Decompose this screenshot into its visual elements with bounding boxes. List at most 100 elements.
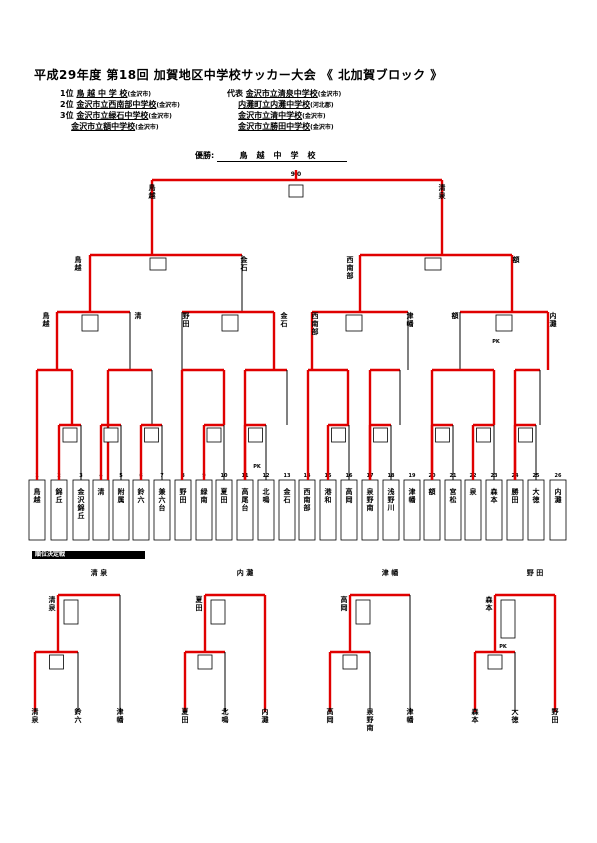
placement-label: 高: [341, 595, 348, 604]
team-name: 沢: [78, 495, 86, 504]
placement-team: 夏: [181, 707, 190, 716]
team-name: 泉: [367, 487, 375, 496]
score-box: [149, 257, 167, 271]
bracket-label: 石: [280, 320, 288, 328]
score-box: [345, 314, 363, 332]
bracket-label: 清: [135, 311, 142, 320]
placement-team: 津: [117, 707, 124, 716]
bracket-label: 越: [148, 191, 157, 200]
team-name: 緑: [201, 487, 209, 496]
team-name: 野: [180, 487, 187, 496]
placement-team: 幡: [407, 715, 415, 724]
score-box: [49, 654, 64, 670]
team-name: 松: [450, 495, 457, 504]
bracket-label: 南: [347, 263, 354, 272]
score-box: [206, 427, 222, 443]
bracket-label: 額: [512, 255, 520, 264]
score-box: [221, 314, 239, 332]
team-name: 属: [118, 495, 125, 504]
score-box: [144, 427, 159, 443]
team-name: 錦: [77, 503, 85, 512]
score-box: [487, 654, 503, 670]
score-box: [103, 427, 119, 443]
bracket-label: 野: [183, 311, 190, 320]
score-box: [197, 654, 213, 670]
team-name: 鳴: [263, 495, 270, 504]
bracket-label: 幡: [407, 319, 415, 328]
team-name: 森: [491, 487, 499, 496]
placement-title: 内 灘: [237, 568, 253, 577]
placement-label: 泉: [49, 603, 57, 612]
result-row: 3位 金沢市立緑石中学校(金沢市): [60, 111, 172, 120]
placement-title: 清 泉: [91, 568, 108, 577]
team-name: 越: [33, 495, 42, 504]
team-name: 川: [387, 504, 395, 512]
placement-team: 津: [407, 707, 414, 716]
placement-team: 野: [552, 707, 559, 716]
team-name: 清: [98, 487, 105, 496]
score-box: [62, 427, 78, 443]
winner-name: 鳥越中学校: [217, 150, 347, 162]
placement-team: 田: [182, 716, 189, 724]
final-score: 9 0: [291, 171, 301, 178]
team-name: 西: [304, 488, 311, 496]
placement-label: 岡: [341, 604, 348, 612]
team-name: 港: [325, 487, 333, 496]
team-name: 附: [118, 487, 125, 496]
team-name: 尾: [241, 495, 249, 504]
bracket-label: 南: [312, 319, 319, 328]
team-name: 幡: [409, 495, 417, 504]
placement-team: 高: [327, 707, 334, 716]
score-box: [355, 599, 371, 625]
bracket-label: 鳥: [149, 183, 156, 192]
placement-team: 田: [552, 716, 559, 724]
bracket-label: 金: [280, 311, 289, 320]
result-row: 1位 鳥 越 中 学 校(金沢市): [60, 89, 152, 98]
score-box: [210, 599, 226, 625]
bracket-label: 西: [347, 256, 354, 264]
results-right: 代表 金沢市立清泉中学校(金沢市) 内灘町立内灘中学校(河北郡) 金沢市立清中学…: [227, 89, 341, 133]
team-name: 高: [242, 487, 249, 496]
bracket-label: 灘: [550, 319, 557, 328]
placement-team: 大: [512, 707, 519, 716]
team-name: 徳: [532, 495, 540, 504]
team-name: 勝: [512, 487, 520, 496]
bracket-label: 鳥: [75, 255, 82, 264]
sub-section-header: 順位決定戦: [32, 551, 145, 559]
score-box: [81, 314, 99, 332]
bracket-label: 部: [312, 327, 319, 336]
team-name: 額: [428, 487, 436, 496]
team-name: 岡: [346, 496, 353, 504]
team-name: 灘: [555, 495, 562, 504]
team-name: 田: [512, 496, 519, 504]
results-left: 1位 鳥 越 中 学 校(金沢市) 2位 金沢市立西南部中学校(金沢市) 3位 …: [60, 89, 180, 133]
score-box: [331, 427, 346, 443]
team-name: 高: [346, 487, 353, 496]
pk-label: PK: [253, 464, 262, 470]
team-name: 六: [159, 495, 166, 504]
bracket-label: 額: [451, 311, 459, 320]
bracket-label: 金: [240, 255, 249, 264]
score-box: [500, 599, 516, 639]
score-box: [495, 314, 513, 332]
placement-label: 清: [49, 595, 56, 604]
team-name: 錦: [55, 487, 63, 496]
placement-team: 岡: [327, 716, 334, 724]
score-box: [63, 599, 79, 625]
pk-label: PK: [499, 644, 508, 650]
team-name: 南: [304, 495, 311, 504]
team-name: 津: [409, 487, 416, 496]
team-name: 北: [263, 487, 270, 496]
team-box: [278, 479, 296, 541]
result-row: 金沢市立勝田中学校(金沢市): [238, 122, 334, 131]
team-box: [403, 479, 421, 541]
result-row: 内灘町立内灘中学校(河北郡): [238, 100, 334, 109]
team-name: 部: [304, 503, 311, 512]
team-name: 浅: [388, 487, 395, 496]
bracket-label: 鳥: [43, 311, 50, 320]
bracket-label: 津: [407, 311, 414, 320]
team-name: 本: [490, 495, 498, 504]
bracket-label: 越: [74, 263, 83, 272]
team-name: 宮: [450, 487, 457, 496]
